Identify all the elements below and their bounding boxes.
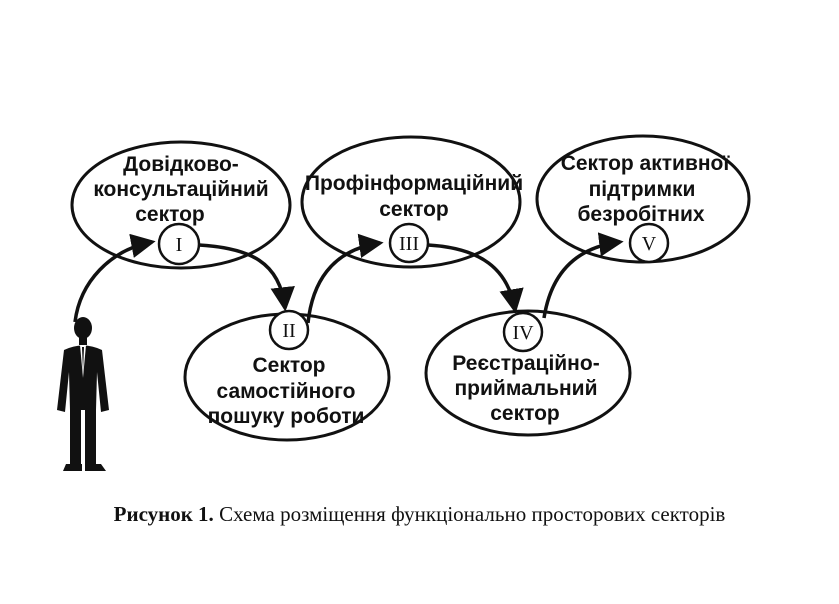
- sector-1-numeral: I: [176, 234, 183, 256]
- sector-3-line-2: сектор: [379, 198, 449, 221]
- sector-1-ellipse: [70, 140, 292, 270]
- sector-4: Реєстраційно- приймальний сектор IV: [424, 309, 632, 437]
- sector-5-line-2: підтримки: [589, 178, 696, 201]
- sector-3-badge: [388, 222, 430, 264]
- sector-3: Профінформаційний сектор III: [300, 135, 523, 269]
- sector-4-line-2: приймальний: [454, 377, 597, 400]
- sector-2-numeral: II: [282, 320, 295, 342]
- caption-lead: Рисунок 1.: [113, 502, 214, 526]
- sector-2: Сектор самостійного пошуку роботи II: [183, 309, 391, 442]
- sector-1: Довідково- консультаційний сектор I: [70, 140, 292, 270]
- figure-caption: Рисунок 1. Схема розміщення функціональн…: [0, 502, 839, 527]
- sector-3-line-1: Профінформаційний: [305, 172, 523, 195]
- sector-1-line-2: консультаційний: [93, 178, 268, 201]
- sector-1-line-3: сектор: [135, 203, 205, 226]
- sector-4-ellipse: [424, 309, 632, 437]
- arrow-3-to-4: [427, 243, 524, 314]
- arrow-person-to-1: [73, 233, 156, 323]
- sector-5-line-3: безробітних: [577, 203, 704, 226]
- caption-text: Схема розміщення функціонально просторов…: [213, 502, 726, 526]
- sector-5: Сектор активної підтримки безробітних V: [535, 134, 751, 264]
- sector-1-badge: [157, 222, 201, 266]
- sector-3-ellipse: [300, 135, 522, 269]
- sector-4-line-1: Реєстраційно-: [452, 352, 599, 375]
- sector-5-line-1: Сектор активної: [561, 152, 731, 175]
- arrow-2-to-3: [306, 233, 384, 324]
- arrow-1-to-2: [198, 243, 295, 312]
- sector-2-line-3: пошуку роботи: [208, 405, 365, 428]
- person-figure-icon: [57, 317, 109, 471]
- sector-4-numeral: IV: [512, 322, 534, 344]
- sector-3-numeral: III: [399, 233, 419, 255]
- sector-4-line-3: сектор: [490, 402, 560, 425]
- sector-1-line-1: Довідково-: [123, 153, 239, 176]
- arrow-4-to-5: [542, 232, 624, 319]
- sector-5-numeral: V: [642, 233, 657, 255]
- sector-2-line-2: самостійного: [217, 380, 356, 403]
- sector-5-badge: [628, 222, 670, 264]
- sector-2-line-1: Сектор: [252, 354, 325, 377]
